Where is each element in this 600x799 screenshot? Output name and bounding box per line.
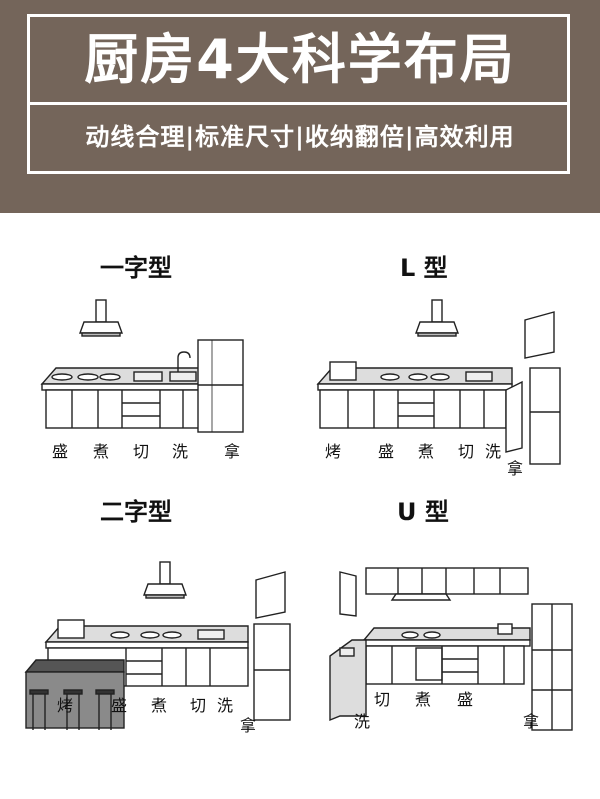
label-cut: 切: [458, 442, 475, 461]
straight-kitchen-drawing: [40, 299, 244, 433]
label-take: 拿: [507, 459, 524, 478]
panel-title-l: L 型: [400, 254, 448, 282]
l-kitchen-drawing: [316, 299, 561, 465]
title-divider: [27, 102, 570, 105]
page-title: 厨房4大科学布局: [84, 28, 516, 91]
label-take: 拿: [224, 442, 241, 461]
label-serve: 盛: [457, 690, 474, 709]
label-cut: 切: [190, 696, 207, 715]
label-cook: 煮: [418, 442, 435, 461]
label-serve: 盛: [378, 442, 395, 461]
page-subtitle: 动线合理|标准尺寸|收纳翻倍|高效利用: [85, 123, 515, 151]
label-serve: 盛: [111, 696, 128, 715]
label-take: 拿: [523, 712, 540, 731]
panel-title-parallel: 二字型: [100, 498, 172, 526]
parallel-kitchen-drawing: [24, 561, 291, 730]
label-wash: 洗: [485, 442, 502, 461]
label-wash: 洗: [354, 712, 371, 731]
label-cook: 煮: [415, 690, 432, 709]
label-take: 拿: [240, 716, 257, 735]
label-wash: 洗: [217, 696, 234, 715]
label-cook: 煮: [151, 696, 168, 715]
panel-title-straight: 一字型: [100, 254, 172, 282]
label-cut: 切: [374, 690, 391, 709]
label-bake: 烤: [57, 696, 74, 715]
title-frame: [27, 14, 570, 174]
label-cook: 煮: [93, 442, 110, 461]
panel-title-u: U 型: [397, 498, 449, 526]
label-bake: 烤: [325, 442, 342, 461]
header-banner: 厨房4大科学布局 动线合理|标准尺寸|收纳翻倍|高效利用: [0, 0, 600, 213]
u-kitchen-drawing: [329, 567, 573, 731]
label-wash: 洗: [172, 442, 189, 461]
label-cut: 切: [133, 442, 150, 461]
label-serve: 盛: [52, 442, 69, 461]
